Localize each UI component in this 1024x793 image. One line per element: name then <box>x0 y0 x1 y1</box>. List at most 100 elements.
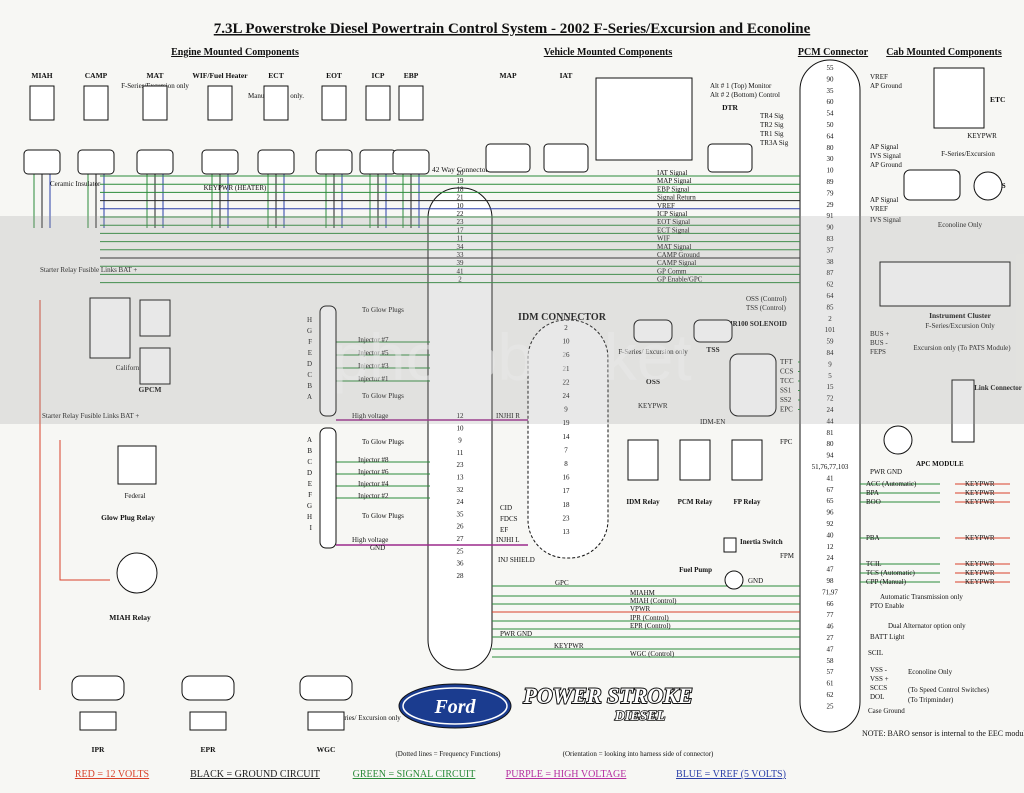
oss-note: F-Series/ Excursion only <box>618 348 688 356</box>
idm-pin: 18 <box>563 501 571 509</box>
connector42-pin-lower: 35 <box>457 510 465 518</box>
ford-logo <box>398 683 512 729</box>
pcm-pin: 46 <box>827 623 835 631</box>
connector42-pin-lower: 23 <box>457 461 465 469</box>
pcm-pin: 59 <box>827 338 835 346</box>
pcm-pin: 58 <box>827 657 835 665</box>
idm-inj-shield: INJ SHIELD <box>498 556 535 564</box>
pcm-pin: 47 <box>827 566 835 574</box>
harness-pin-left: H <box>307 513 312 521</box>
cluster-note: F-Series/Excursion Only <box>925 322 995 330</box>
oss-signal: OSS (Control) <box>746 295 787 303</box>
pcm-pin: 41 <box>827 474 835 482</box>
right-note: (To Tripminder) <box>908 696 954 704</box>
pcm-pin: 80 <box>827 440 835 448</box>
engine-sensor-connector <box>257 149 295 175</box>
relay-label: FP Relay <box>733 498 761 506</box>
connector42-pin-lower: 32 <box>457 486 465 494</box>
pcm-pin: 51,76,77,103 <box>812 463 849 471</box>
powerstroke-diesel: DIESEL <box>614 709 666 724</box>
switch-keypwr: KEYPWR <box>965 569 995 577</box>
pcm-pin: 27 <box>827 634 835 642</box>
oss-connector <box>633 319 673 343</box>
signal-wire-label: GP Enable/GPC <box>657 276 703 284</box>
engine-component-label: ECT <box>268 71 283 80</box>
bottom-component-label: IPR <box>92 745 106 754</box>
connector42-pin: 10 <box>457 202 465 210</box>
pcm-pin: 66 <box>827 600 835 608</box>
glow-plug-relay <box>117 445 157 485</box>
pcm-pin: 24 <box>827 406 835 414</box>
signal-wire-label: MAP Signal <box>657 177 692 185</box>
injector-left: Injector #2 <box>358 492 389 500</box>
pcm-pin: 5 <box>828 372 832 380</box>
injector-left: Injector #8 <box>358 456 389 464</box>
pcm-pin: 30 <box>827 155 835 163</box>
etc-fseries: F-Series/Excursion <box>941 150 995 158</box>
engine-component-label: EOT <box>326 71 342 80</box>
right-note: VSS - <box>870 666 888 674</box>
fuel-pump-gnd: GND <box>748 577 763 585</box>
pcm-pin: 90 <box>827 224 835 232</box>
idm-pin: 9 <box>564 406 568 414</box>
connector42-pin-lower: 13 <box>457 474 465 482</box>
vehicle-sensor-connector <box>707 143 753 173</box>
pcm-pin: 94 <box>827 452 835 460</box>
bottom-signal: IPR (Control) <box>630 614 669 622</box>
glow-harness-left <box>319 427 337 549</box>
inertia-switch <box>723 537 737 553</box>
pcm-pin: 40 <box>827 531 835 539</box>
switch-keypwr: KEYPWR <box>965 578 995 586</box>
pcm-pin: 61 <box>827 680 835 688</box>
pcm-pin: 71,97 <box>822 588 838 596</box>
bottom-signal: GPC <box>555 579 569 587</box>
signal-wire-label: ECT Signal <box>657 226 690 234</box>
idm-pin: 22 <box>563 378 571 386</box>
cab-signal: VREF <box>870 205 888 213</box>
connector42-pin: 34 <box>457 243 465 251</box>
hv-label-left: High voltage <box>352 536 388 544</box>
legend-item: BLACK = GROUND CIRCUIT <box>190 769 320 780</box>
data-link-connector <box>951 379 975 443</box>
fuel-pump <box>724 570 744 590</box>
bottom-signal: KEYPWR <box>554 642 584 650</box>
connector42-pin-lower: 12 <box>457 412 465 420</box>
pcm-pin: 55 <box>827 64 835 72</box>
to-glow-plugs: To Glow Plugs <box>362 512 404 520</box>
dtr-signal: TR1 Sig <box>760 130 784 138</box>
pcm-pin: 38 <box>827 258 835 266</box>
pcm-pin: 90 <box>827 75 835 83</box>
miah-relay <box>116 552 158 594</box>
legend-item: PURPLE = HIGH VOLTAGE <box>506 769 627 780</box>
hv-label-right: High voltage <box>352 412 388 420</box>
right-note: VSS + <box>870 675 889 683</box>
connector42-pin: 19 <box>457 177 465 185</box>
engine-sensor-body <box>398 85 424 121</box>
cab-signal: AP Ground <box>870 82 902 90</box>
cab-signal: AP Signal <box>870 196 898 204</box>
gpcm-module <box>89 297 131 359</box>
pcm-pin: 24 <box>827 554 835 562</box>
pcm-pin: 37 <box>827 246 835 254</box>
gpcm-label: GPCM <box>139 385 162 394</box>
pats-label: Excursion only (To PATS Module) <box>913 344 1011 352</box>
harness-pin-right: D <box>307 360 312 368</box>
relay-body <box>627 439 659 481</box>
engine-sensor-body <box>207 85 233 121</box>
connector42-pin-lower: 10 <box>457 424 465 432</box>
injector-left: Injector #6 <box>358 468 389 476</box>
instrument-cluster <box>879 261 1011 307</box>
pwr-gnd-label: PWR GND <box>870 468 902 476</box>
cab-signal: AP Ground <box>870 161 902 169</box>
pcm-pin: 2 <box>828 315 832 323</box>
connector42-pin: 2 <box>458 276 462 284</box>
harness-pin-left: D <box>307 469 312 477</box>
idm-gnd: GND <box>370 544 385 552</box>
pcm-pin: 91 <box>827 212 835 220</box>
dtr-signal: TR2 Sig <box>760 121 784 129</box>
relay-body <box>679 439 711 481</box>
pcm-pin: 87 <box>827 269 835 277</box>
legend-item: RED = 12 VOLTS <box>75 769 149 780</box>
right-note: Econoline Only <box>908 668 953 676</box>
bottom-component-label: EPR <box>201 745 217 754</box>
